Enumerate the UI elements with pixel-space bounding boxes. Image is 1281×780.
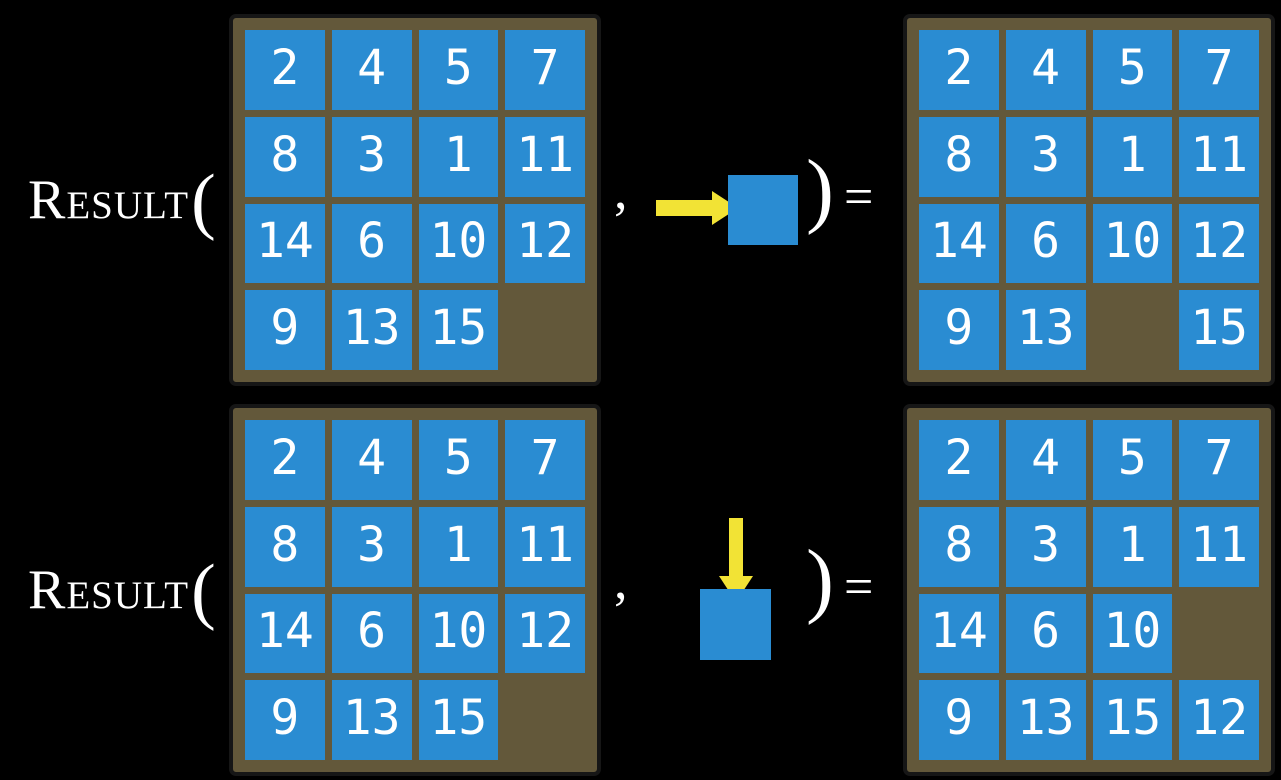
puzzle-tile-9: 9 xyxy=(919,290,999,370)
puzzle-tile-11: 11 xyxy=(505,506,585,587)
puzzle-tile-3: 3 xyxy=(1005,116,1086,197)
close-paren: ) xyxy=(806,533,834,626)
puzzle-tile-11: 11 xyxy=(505,116,585,197)
down-arrow-shaft xyxy=(729,518,743,580)
puzzle-tile-6: 6 xyxy=(1005,203,1086,284)
puzzle-tile-2: 2 xyxy=(245,30,325,110)
puzzle-tile-14: 14 xyxy=(919,203,999,284)
puzzle-tile-5: 5 xyxy=(418,30,499,110)
puzzle-tile-9: 9 xyxy=(919,680,999,760)
puzzle-tile-12: 12 xyxy=(505,593,585,674)
puzzle-tile-4: 4 xyxy=(1005,30,1086,110)
empty-cell xyxy=(505,290,585,370)
puzzle-tile-8: 8 xyxy=(245,116,325,197)
close-paren: ) xyxy=(806,143,834,236)
puzzle-tile-15: 15 xyxy=(418,680,499,760)
empty-cell xyxy=(505,680,585,760)
comma-separator: , xyxy=(614,160,628,220)
puzzle-tile-10: 10 xyxy=(418,593,499,674)
equals-sign: = xyxy=(844,169,874,226)
function-label: Result( xyxy=(28,159,217,241)
puzzle-tile-11: 11 xyxy=(1179,506,1259,587)
puzzle-tile-11: 11 xyxy=(1179,116,1259,197)
function-name: Result xyxy=(28,559,190,621)
move-down-icon xyxy=(700,518,772,660)
move-right-icon xyxy=(656,175,798,245)
puzzle-tile-6: 6 xyxy=(331,203,412,284)
puzzle-tile-4: 4 xyxy=(331,30,412,110)
puzzle-tile-5: 5 xyxy=(1092,420,1173,500)
puzzle-tile-9: 9 xyxy=(245,290,325,370)
puzzle-tile-7: 7 xyxy=(1179,30,1259,110)
puzzle-tile-13: 13 xyxy=(331,680,412,760)
function-label: Result( xyxy=(28,549,217,631)
moving-tile-square xyxy=(728,175,798,245)
right-arrow-shaft xyxy=(656,200,714,216)
puzzle-tile-8: 8 xyxy=(919,116,999,197)
puzzle-tile-5: 5 xyxy=(418,420,499,500)
puzzle-tile-10: 10 xyxy=(1092,593,1173,674)
empty-cell xyxy=(1093,290,1173,370)
puzzle-tile-13: 13 xyxy=(1005,290,1086,370)
puzzle-tile-4: 4 xyxy=(1005,420,1086,500)
puzzle-tile-15: 15 xyxy=(418,290,499,370)
puzzle-tile-15: 15 xyxy=(1092,680,1173,760)
puzzle-tile-7: 7 xyxy=(505,30,585,110)
puzzle-tile-8: 8 xyxy=(919,506,999,587)
puzzle-tile-7: 7 xyxy=(1179,420,1259,500)
puzzle-tile-5: 5 xyxy=(1092,30,1173,110)
puzzle-tile-1: 1 xyxy=(1092,506,1173,587)
puzzle-tile-13: 13 xyxy=(331,290,412,370)
puzzle-tile-6: 6 xyxy=(331,593,412,674)
puzzle-tile-1: 1 xyxy=(418,506,499,587)
function-name: Result xyxy=(28,169,190,231)
puzzle-tile-6: 6 xyxy=(1005,593,1086,674)
puzzle-tile-12: 12 xyxy=(1179,203,1259,284)
moving-tile-square xyxy=(700,589,771,660)
puzzle-tile-3: 3 xyxy=(331,116,412,197)
puzzle-tile-14: 14 xyxy=(245,593,325,674)
puzzle-tile-15: 15 xyxy=(1179,290,1259,370)
puzzle-tile-12: 12 xyxy=(505,203,585,284)
puzzle-tile-1: 1 xyxy=(418,116,499,197)
puzzle-tile-2: 2 xyxy=(245,420,325,500)
puzzle-tile-12: 12 xyxy=(1179,680,1259,760)
puzzle-tile-14: 14 xyxy=(245,203,325,284)
puzzle-tile-9: 9 xyxy=(245,680,325,760)
puzzle-tile-1: 1 xyxy=(1092,116,1173,197)
puzzle-tile-2: 2 xyxy=(919,420,999,500)
puzzle-tile-14: 14 xyxy=(919,593,999,674)
puzzle-tile-2: 2 xyxy=(919,30,999,110)
equals-sign: = xyxy=(844,559,874,616)
comma-separator: , xyxy=(614,550,628,610)
puzzle-tile-10: 10 xyxy=(418,203,499,284)
puzzle-tile-8: 8 xyxy=(245,506,325,587)
puzzle-tile-4: 4 xyxy=(331,420,412,500)
puzzle-tile-10: 10 xyxy=(1092,203,1173,284)
empty-cell xyxy=(1179,594,1259,674)
puzzle-tile-3: 3 xyxy=(331,506,412,587)
puzzle-tile-3: 3 xyxy=(1005,506,1086,587)
puzzle-tile-7: 7 xyxy=(505,420,585,500)
puzzle-tile-13: 13 xyxy=(1005,680,1086,760)
